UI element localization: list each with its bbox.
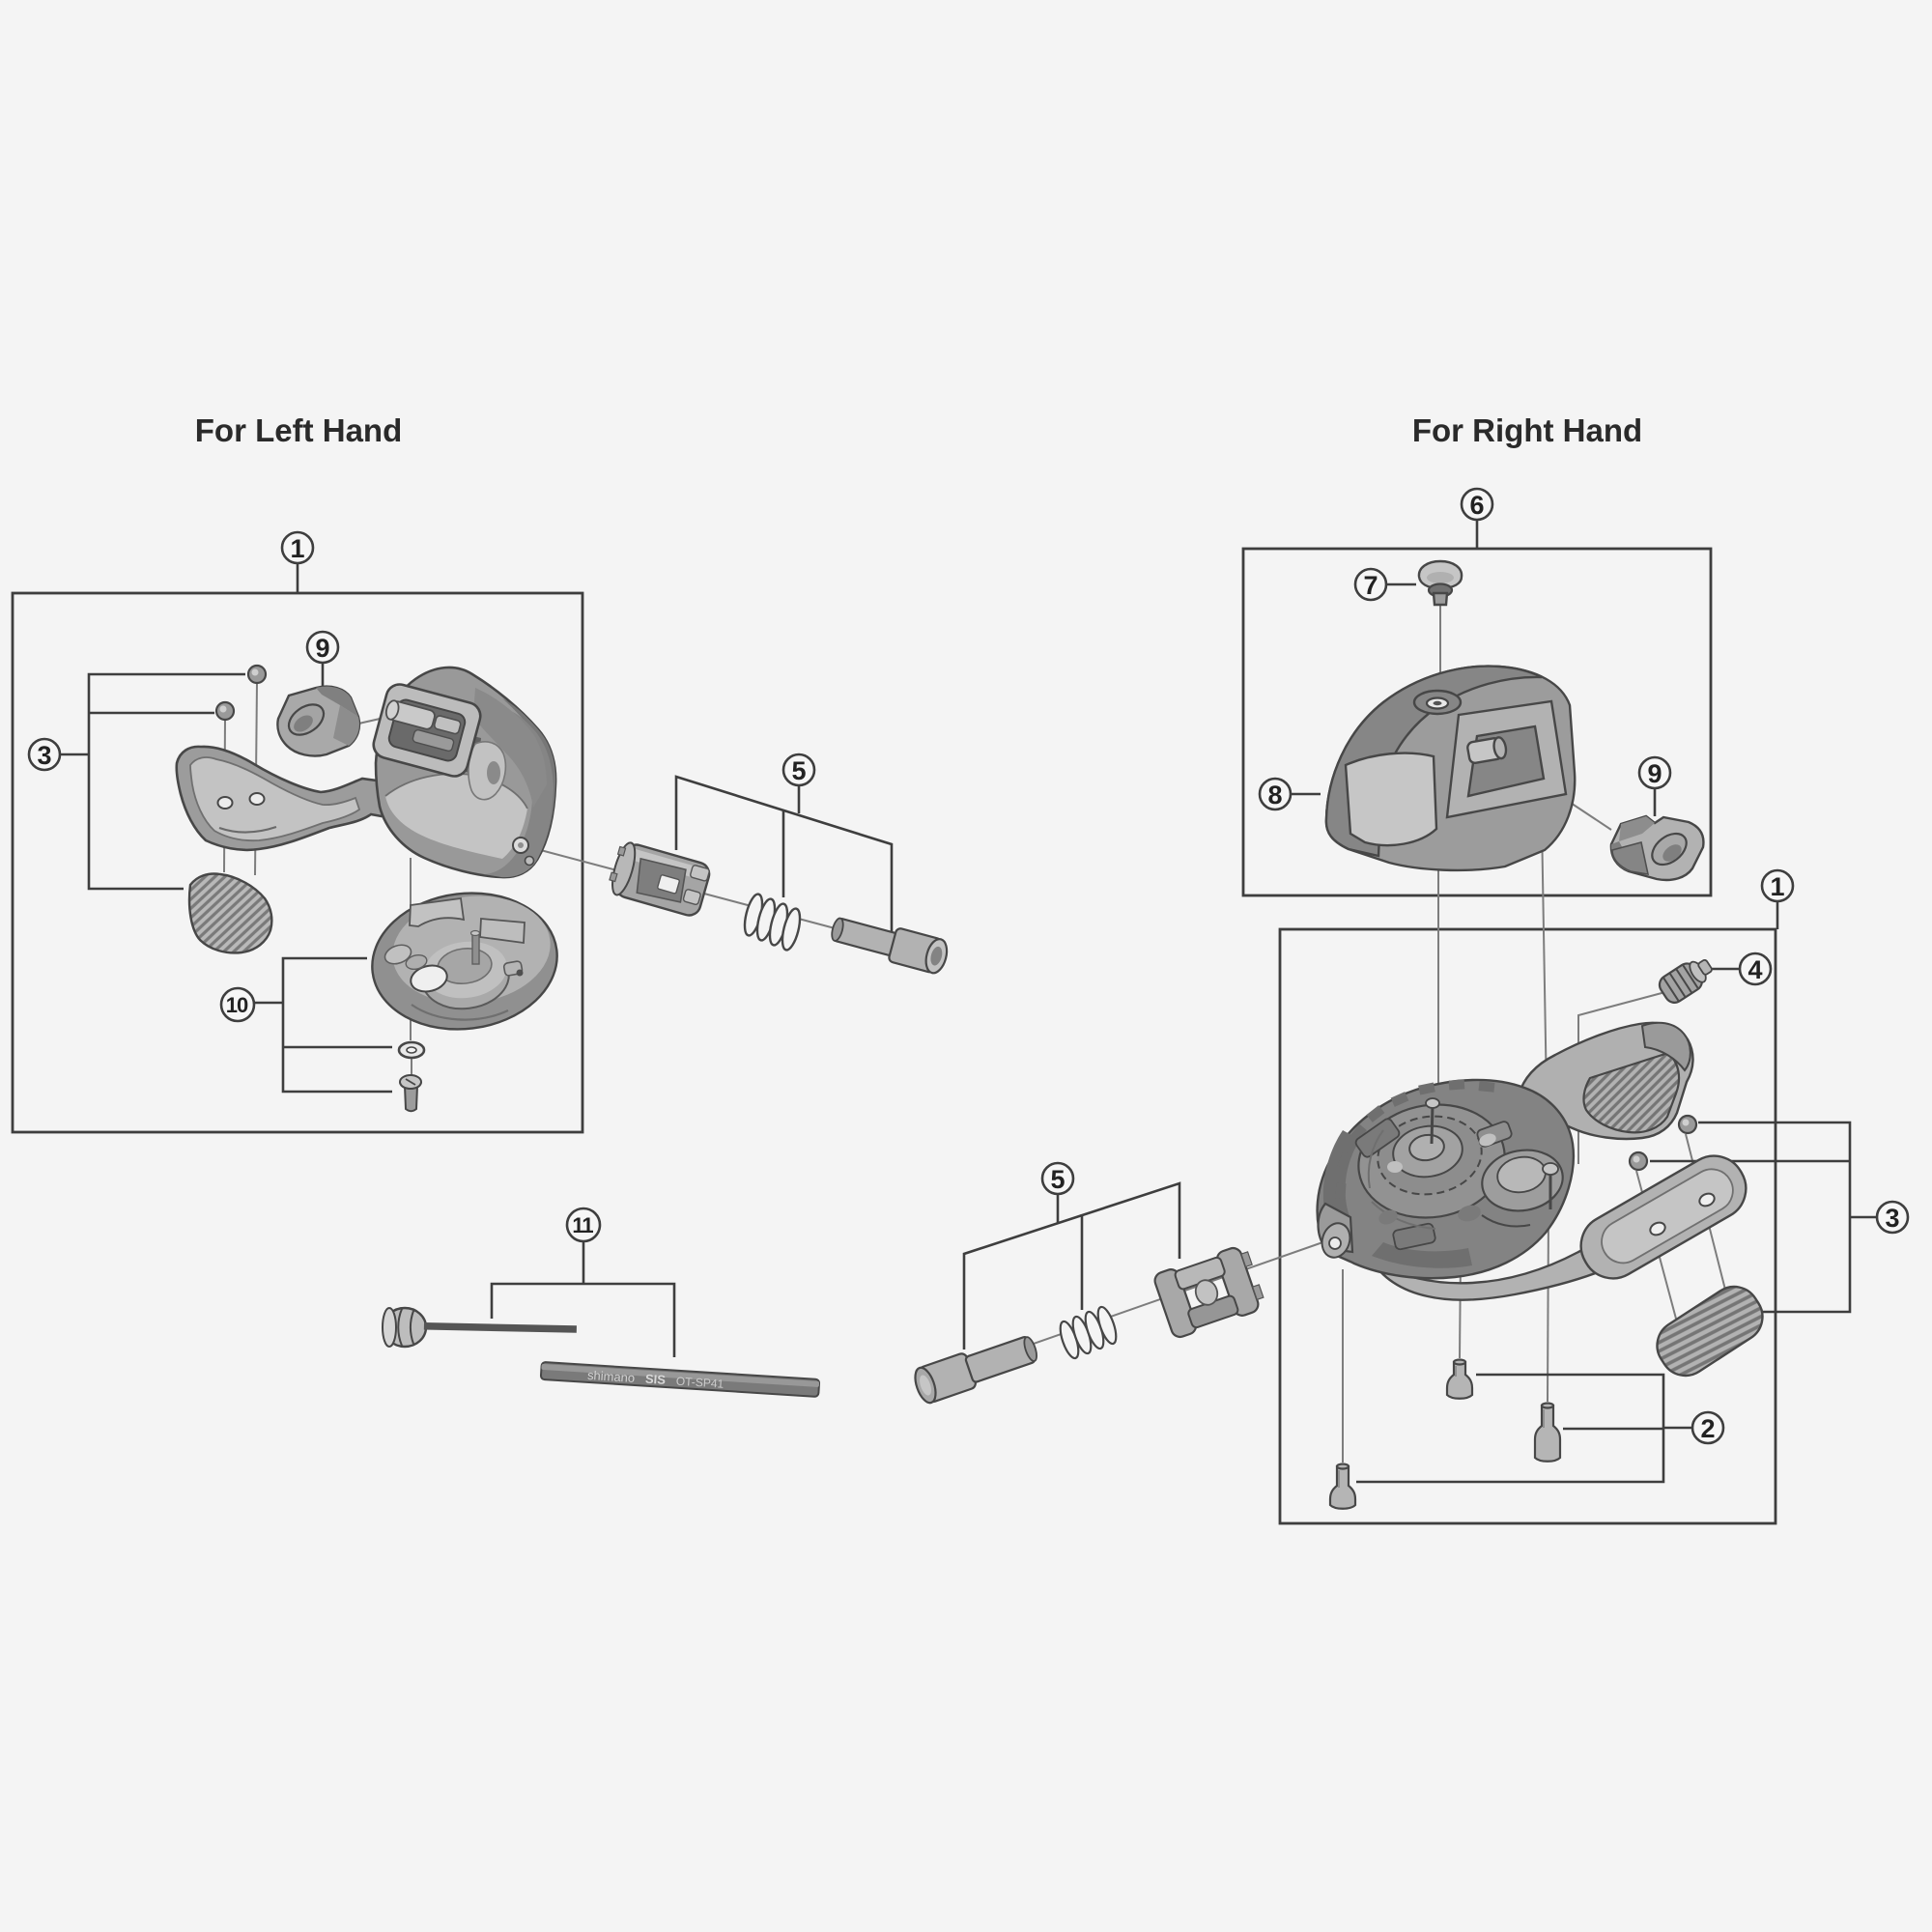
svg-text:SIS: SIS <box>645 1372 667 1387</box>
svg-text:For Left Hand: For Left Hand <box>195 412 402 448</box>
svg-text:1: 1 <box>1770 872 1784 901</box>
svg-text:For Right Hand: For Right Hand <box>1412 412 1642 448</box>
svg-text:9: 9 <box>1647 759 1662 788</box>
svg-text:10: 10 <box>226 993 248 1017</box>
svg-text:1: 1 <box>290 534 304 563</box>
svg-text:3: 3 <box>37 741 51 770</box>
svg-text:5: 5 <box>791 756 806 785</box>
svg-text:7: 7 <box>1363 571 1378 600</box>
svg-text:8: 8 <box>1267 781 1282 810</box>
svg-text:6: 6 <box>1469 491 1484 520</box>
svg-text:2: 2 <box>1700 1414 1715 1443</box>
svg-text:9: 9 <box>315 634 329 663</box>
svg-text:3: 3 <box>1885 1204 1899 1233</box>
svg-text:5: 5 <box>1050 1165 1065 1194</box>
svg-text:OT-SP41: OT-SP41 <box>675 1375 724 1391</box>
svg-text:11: 11 <box>572 1213 593 1237</box>
svg-text:shimano: shimano <box>587 1368 636 1385</box>
svg-text:4: 4 <box>1747 955 1762 984</box>
